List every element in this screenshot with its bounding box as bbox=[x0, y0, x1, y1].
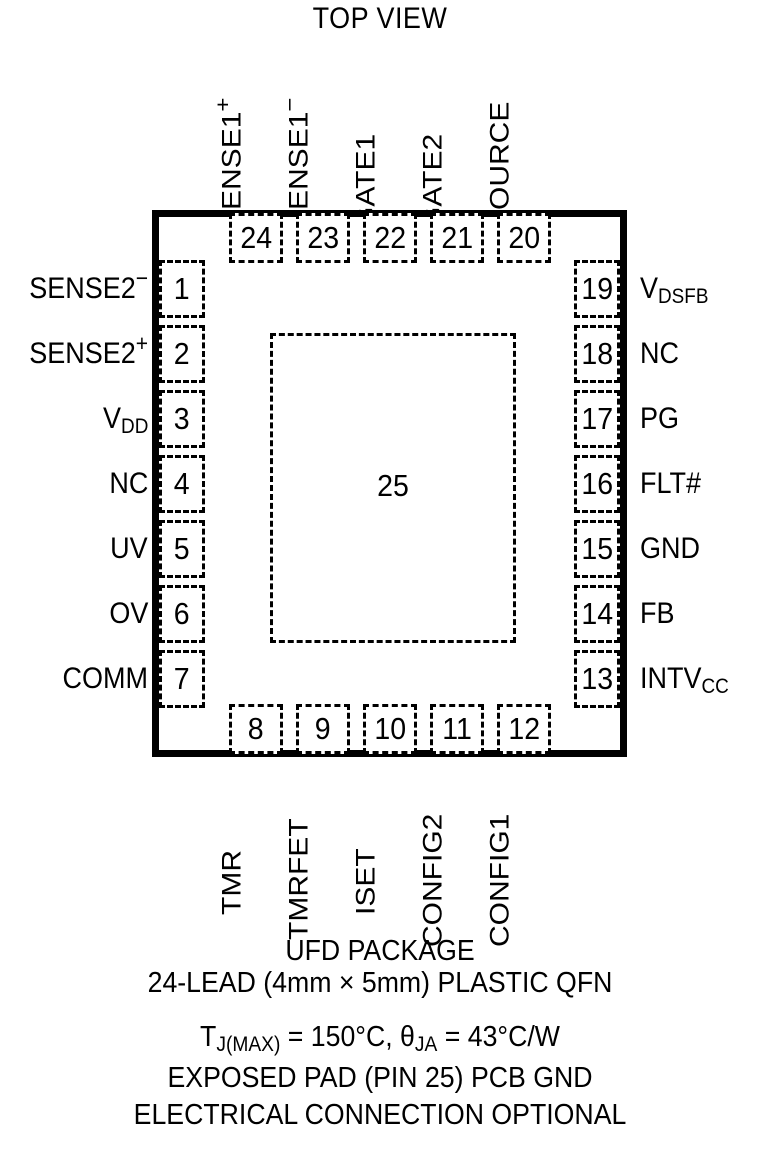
pin-pad-12[interactable]: 12 bbox=[497, 704, 551, 754]
pin-name-4: NC bbox=[108, 467, 148, 500]
pin-pad-16[interactable]: 16 bbox=[574, 455, 620, 513]
pin-pad-21[interactable]: 21 bbox=[430, 213, 484, 263]
caption-connection: ELECTRICAL CONNECTION OPTIONAL bbox=[133, 1099, 627, 1131]
pin-pad-9[interactable]: 9 bbox=[296, 704, 350, 754]
pin-pad-18[interactable]: 18 bbox=[574, 325, 620, 383]
pin-pad-20[interactable]: 20 bbox=[497, 213, 551, 263]
pin-name-19: VDSFB bbox=[640, 272, 709, 308]
pin-pad-19[interactable]: 19 bbox=[574, 260, 620, 318]
pin-name-15: GND bbox=[640, 532, 701, 565]
pin-pad-23[interactable]: 23 bbox=[296, 213, 350, 263]
pin-pad-8[interactable]: 8 bbox=[229, 704, 283, 754]
pin-pad-3[interactable]: 3 bbox=[159, 390, 205, 448]
tj-value: = 150°C, bbox=[280, 1021, 401, 1053]
pin-pad-2[interactable]: 2 bbox=[159, 325, 205, 383]
pin-name-10: ISET bbox=[351, 848, 381, 915]
pin-name-7: COMM bbox=[62, 662, 148, 695]
pin-name-8: TMR bbox=[217, 850, 247, 915]
page-title: TOP VIEW bbox=[312, 2, 448, 35]
theta-symbol: θ bbox=[400, 1021, 415, 1053]
pin-pad-22[interactable]: 22 bbox=[363, 213, 417, 263]
pin-name-3: VDD bbox=[102, 402, 148, 438]
caption-lead-count: 24-LEAD (4mm × 5mm) PLASTIC QFN bbox=[147, 967, 613, 999]
pin-name-16: FLT# bbox=[640, 467, 702, 500]
pin-pad-5[interactable]: 5 bbox=[159, 520, 205, 578]
pin-pad-24[interactable]: 24 bbox=[229, 213, 283, 263]
pin-name-14: FB bbox=[640, 597, 675, 630]
pin-name-9: TMRFET bbox=[284, 818, 314, 940]
pin-pad-11[interactable]: 11 bbox=[430, 704, 484, 754]
pin-name-5: UV bbox=[110, 532, 148, 565]
tj-subscript: J(MAX) bbox=[216, 1033, 281, 1056]
caption-thermal: TJ(MAX) = 150°C, θJA = 43°C/W bbox=[30, 1021, 729, 1056]
pin-pad-6[interactable]: 6 bbox=[159, 585, 205, 643]
pin-name-18: NC bbox=[640, 337, 680, 370]
pin-pad-13[interactable]: 13 bbox=[574, 650, 620, 708]
pin-name-11: CONFIG2 bbox=[418, 813, 448, 947]
pin-name-12: CONFIG1 bbox=[485, 813, 515, 947]
pin-name-6: OV bbox=[108, 597, 148, 630]
pin-pad-17[interactable]: 17 bbox=[574, 390, 620, 448]
exposed-pad-outline bbox=[270, 333, 516, 643]
caption-package-name: UFD PACKAGE bbox=[285, 935, 475, 967]
pin-pad-15[interactable]: 15 bbox=[574, 520, 620, 578]
tj-symbol: T bbox=[200, 1021, 217, 1053]
pin-pad-10[interactable]: 10 bbox=[363, 704, 417, 754]
pin-name-17: PG bbox=[640, 402, 680, 435]
pin-pad-4[interactable]: 4 bbox=[159, 455, 205, 513]
pin-name-1: SENSE2− bbox=[29, 264, 148, 305]
exposed-pad-number: 25 bbox=[377, 468, 409, 503]
pin-name-13: INTVCC bbox=[640, 662, 729, 698]
theta-subscript: JA bbox=[414, 1033, 438, 1056]
pin-pad-14[interactable]: 14 bbox=[574, 585, 620, 643]
pin-name-2: SENSE2+ bbox=[29, 329, 148, 370]
caption-exposed-pad: EXPOSED PAD (PIN 25) PCB GND bbox=[167, 1062, 593, 1094]
theta-value: = 43°C/W bbox=[437, 1021, 560, 1053]
pin-pad-7[interactable]: 7 bbox=[159, 650, 205, 708]
pin-pad-1[interactable]: 1 bbox=[159, 260, 205, 318]
